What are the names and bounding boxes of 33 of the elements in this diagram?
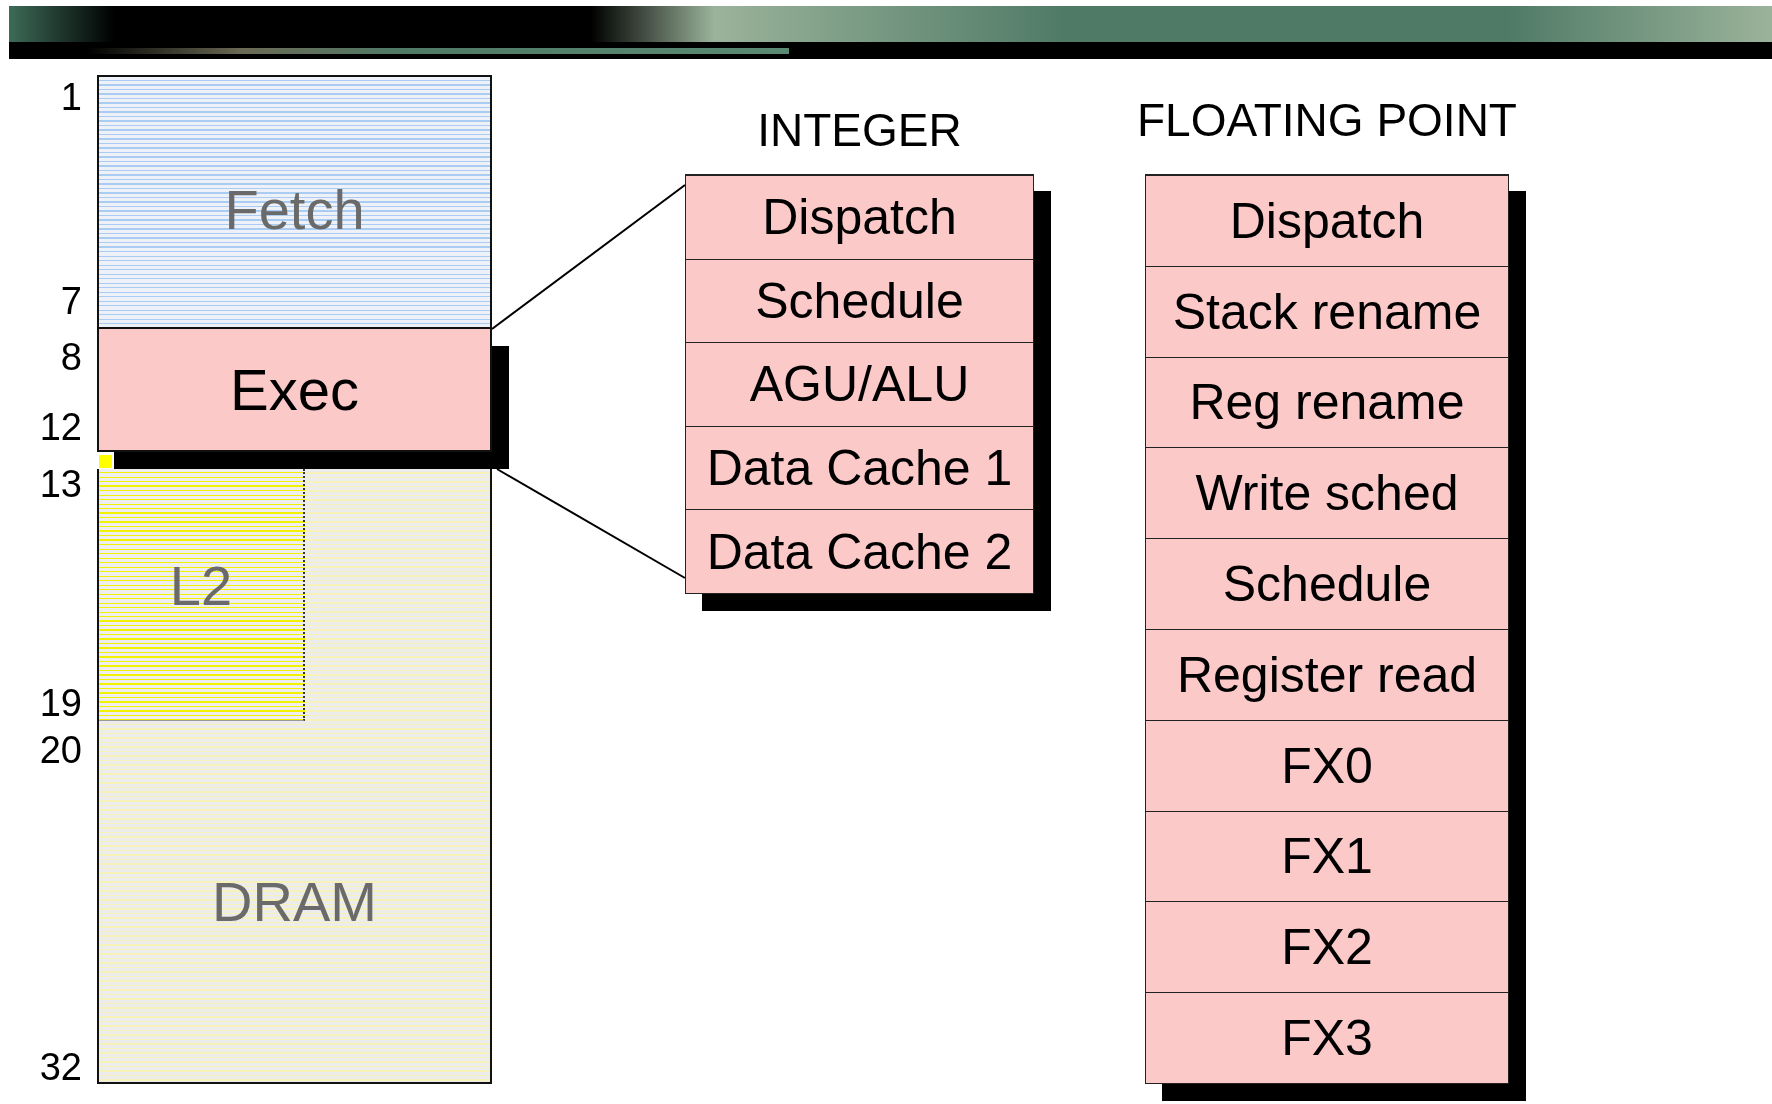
cache-region bbox=[99, 469, 305, 721]
cycle-number: 19 bbox=[38, 684, 82, 722]
cycle-number: 13 bbox=[38, 465, 82, 503]
stage-label: FX2 bbox=[1281, 918, 1373, 977]
stage-label: Fetch bbox=[223, 177, 366, 242]
stage-label: FX0 bbox=[1281, 736, 1373, 795]
cycle-number: 32 bbox=[38, 1048, 82, 1086]
stage-label: Write sched bbox=[1195, 464, 1459, 523]
column-heading: FLOATING POINT bbox=[1136, 93, 1518, 147]
stage-label: Exec bbox=[230, 356, 359, 423]
stage-label: Reg rename bbox=[1189, 373, 1465, 432]
stage-label: Dispatch bbox=[762, 188, 957, 247]
memory-label: DRAM bbox=[211, 869, 378, 934]
stage-label: Schedule bbox=[1222, 555, 1432, 614]
pipeline-stage bbox=[97, 75, 492, 329]
stage-label: Dispatch bbox=[1229, 191, 1425, 250]
memory-region bbox=[97, 469, 492, 1084]
stage-label: Stack rename bbox=[1172, 282, 1482, 341]
cycle-number: 20 bbox=[38, 731, 82, 769]
stage-label: Data Cache 2 bbox=[706, 522, 1013, 581]
cycle-number: 12 bbox=[38, 408, 82, 446]
cycle-number: 8 bbox=[59, 338, 82, 376]
stage-label: Register read bbox=[1176, 645, 1478, 704]
stage-label: FX3 bbox=[1281, 1009, 1373, 1068]
stage-label: Schedule bbox=[755, 271, 964, 330]
stage-label: AGU/ALU bbox=[749, 355, 970, 414]
stage-label: Data Cache 1 bbox=[706, 439, 1013, 498]
stage-label: FX1 bbox=[1281, 827, 1373, 886]
cycle-number: 7 bbox=[59, 282, 82, 320]
column-heading: INTEGER bbox=[756, 103, 963, 157]
cycle-number: 1 bbox=[59, 78, 82, 116]
zoom-line bbox=[491, 184, 686, 330]
zoom-line bbox=[496, 468, 686, 579]
